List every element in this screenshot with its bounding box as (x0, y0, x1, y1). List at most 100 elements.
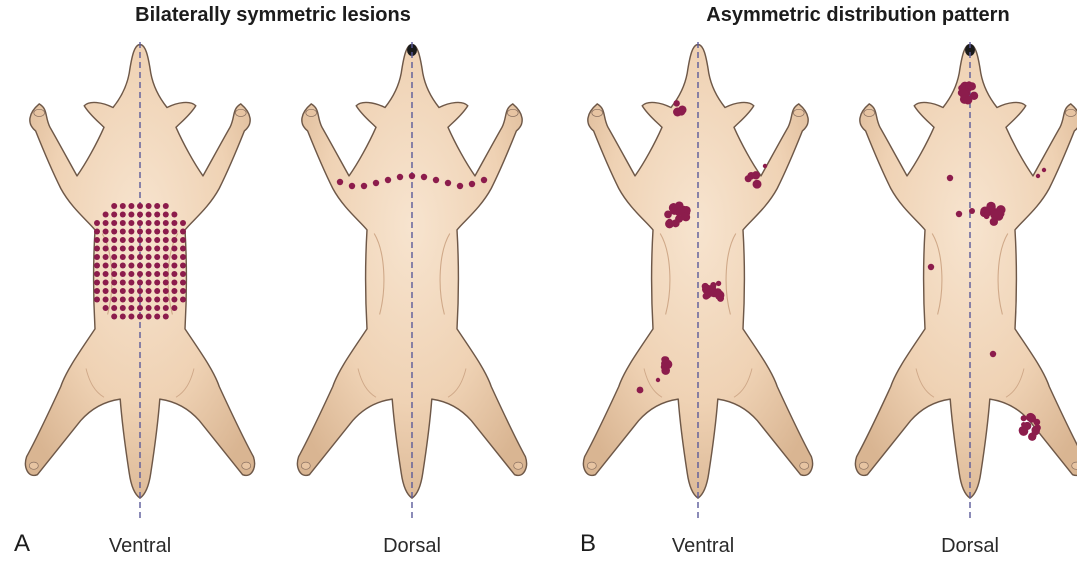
lesion-grid-dot (171, 212, 177, 218)
lesion-grid-dot (163, 229, 169, 235)
lesion-grid-dot (154, 254, 160, 260)
lesion-grid-dot (120, 237, 126, 243)
lesion-grid-dot (146, 288, 152, 294)
lesion-dot (637, 387, 644, 394)
lesion-cluster-dot (702, 283, 709, 290)
lesion-grid-dot (154, 263, 160, 269)
lesion-grid-dot (120, 212, 126, 218)
lesion-cluster-dot (1026, 413, 1035, 422)
lesion-grid-dot (163, 297, 169, 303)
lesion-dot (956, 211, 962, 217)
lesion-cluster-dot (673, 108, 682, 117)
lesion-grid-dot (154, 271, 160, 277)
lesion-grid-dot (180, 246, 186, 252)
lesion-shoulder-dot (469, 181, 475, 187)
lesion-grid-dot (128, 229, 134, 235)
lesion-grid-dot (180, 254, 186, 260)
lesion-grid-dot (120, 203, 126, 209)
lesion-cluster-dot (996, 205, 1005, 214)
lesion-grid-dot (120, 254, 126, 260)
lesion-grid-dot (163, 314, 169, 320)
lesion-grid-dot (137, 246, 143, 252)
lesion-grid-dot (137, 288, 143, 294)
lesion-cluster-dot (754, 181, 759, 186)
dog-b-ventral (583, 42, 812, 522)
panel-a-ventral-label: Ventral (109, 535, 171, 558)
lesion-dot (969, 208, 975, 214)
lesion-grid-dot (163, 237, 169, 243)
lesion-cluster-dot (968, 82, 976, 90)
lesion-grid-dot (137, 237, 143, 243)
lesion-grid-dot (163, 288, 169, 294)
lesion-grid-dot (180, 220, 186, 226)
lesion-grid-dot (146, 246, 152, 252)
lesion-grid-dot (137, 297, 143, 303)
lesion-shoulder-dot (337, 179, 343, 185)
lesion-grid-dot (120, 220, 126, 226)
lesion-grid-dot (146, 203, 152, 209)
lesion-grid-dot (146, 271, 152, 277)
lesion-grid-dot (103, 305, 109, 311)
lesion-grid-dot (111, 305, 117, 311)
lesion-shoulder-dot (361, 183, 367, 189)
lesion-grid-dot (128, 237, 134, 243)
lesion-grid-dot (120, 288, 126, 294)
lesion-grid-dot (137, 314, 143, 320)
lesion-grid-dot (103, 229, 109, 235)
lesion-grid-dot (128, 288, 134, 294)
lesion-grid-dot (111, 271, 117, 277)
lesion-cluster-dot (1032, 427, 1040, 435)
lesion-grid-dot (146, 263, 152, 269)
lesion-grid-dot (154, 203, 160, 209)
lesion-shoulder-dot (409, 173, 415, 179)
lesion-grid-dot (137, 305, 143, 311)
lesion-grid-dot (180, 237, 186, 243)
lesion-grid-dot (163, 263, 169, 269)
lesion-cluster-dot (1021, 415, 1027, 421)
lesion-grid-dot (128, 254, 134, 260)
lesion-grid-dot (146, 314, 152, 320)
lesion-dot (1036, 174, 1040, 178)
lesion-grid-dot (171, 288, 177, 294)
lesion-grid-dot (94, 237, 100, 243)
lesion-cluster-dot (703, 293, 710, 300)
lesion-dot (656, 378, 660, 382)
lesion-grid-dot (120, 271, 126, 277)
lesion-shoulder-dot (457, 183, 463, 189)
lesion-cluster-dot (662, 356, 669, 363)
lesion-grid-dot (171, 263, 177, 269)
lesion-grid-dot (154, 229, 160, 235)
lesion-grid-dot (103, 237, 109, 243)
lesion-cluster-dot (676, 209, 683, 216)
lesion-shoulder-dot (397, 174, 403, 180)
panel-a-letter: A (14, 530, 30, 558)
lesion-grid-dot (120, 263, 126, 269)
lesion-grid-dot (128, 220, 134, 226)
lesion-grid-dot (137, 229, 143, 235)
lesion-grid-dot (171, 246, 177, 252)
lesion-grid-dot (128, 263, 134, 269)
lesion-grid-dot (171, 280, 177, 286)
lesion-grid-dot (146, 237, 152, 243)
lesion-grid-dot (111, 263, 117, 269)
lesion-grid-dot (137, 263, 143, 269)
lesion-grid-dot (163, 271, 169, 277)
lesion-shoulder-dot (349, 183, 355, 189)
lesion-grid-dot (120, 297, 126, 303)
lesion-grid-dot (154, 237, 160, 243)
lesion-cluster-dot (672, 219, 680, 227)
lesion-grid-dot (163, 305, 169, 311)
lesion-grid-dot (137, 280, 143, 286)
lesion-shoulder-dot (433, 177, 439, 183)
lesion-grid-dot (103, 297, 109, 303)
lesion-grid-dot (128, 297, 134, 303)
lesion-grid-dot (103, 212, 109, 218)
lesion-grid-dot (120, 246, 126, 252)
lesion-grid-dot (103, 280, 109, 286)
lesion-grid-dot (128, 314, 134, 320)
lesion-grid-dot (171, 229, 177, 235)
lesion-grid-dot (94, 271, 100, 277)
dog-a-dorsal (297, 42, 526, 522)
lesion-grid-dot (128, 280, 134, 286)
lesion-grid-dot (154, 297, 160, 303)
